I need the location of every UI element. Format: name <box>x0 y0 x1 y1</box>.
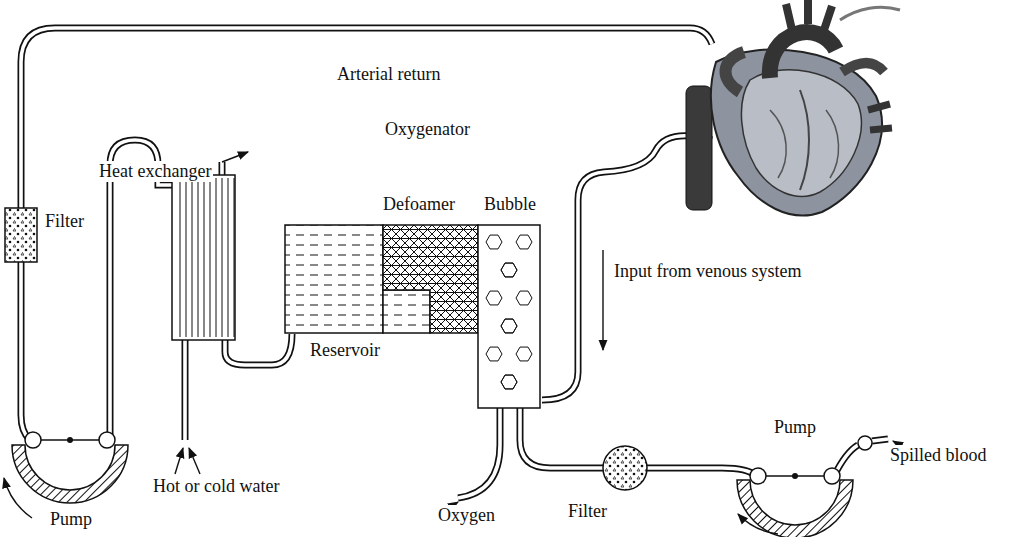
oxygenator <box>486 235 532 389</box>
flow-label: Spilled blood <box>888 445 989 466</box>
arterial-pump <box>4 432 128 518</box>
heat-exchanger <box>222 152 248 162</box>
tubing <box>872 439 888 441</box>
suction-filter <box>603 446 647 490</box>
arterial-pump <box>4 478 32 518</box>
oxygenator <box>486 235 502 249</box>
oxygenator <box>478 225 540 408</box>
oxygenator <box>285 225 383 333</box>
suction-pump <box>824 468 840 484</box>
heart <box>741 70 861 197</box>
oxygenator <box>501 319 517 333</box>
part-label: Pump <box>48 509 94 530</box>
flow-label: Input from venous system <box>612 261 803 282</box>
heart <box>840 7 900 20</box>
heat-exchanger <box>175 448 183 474</box>
heart <box>725 52 744 92</box>
venous-flow-arrow <box>603 250 604 350</box>
tubing <box>21 262 30 440</box>
oxygenator <box>501 375 517 389</box>
tubing <box>110 140 172 440</box>
oxygenator <box>383 225 478 333</box>
venous-flow-arrow <box>602 250 603 350</box>
tubing <box>183 340 187 440</box>
heart <box>842 63 884 72</box>
oxygenator <box>501 263 517 277</box>
tubing <box>872 439 888 441</box>
heart <box>868 104 892 130</box>
tubing <box>520 408 603 468</box>
tubing <box>110 140 172 440</box>
suction-pump <box>792 473 798 479</box>
oxygenator <box>285 225 540 408</box>
arterial-pump <box>99 432 115 448</box>
part-label: Heat exchanger <box>97 161 213 182</box>
heart <box>826 110 839 178</box>
heat-exchanger <box>172 175 235 340</box>
heart <box>770 110 786 178</box>
oxygenator <box>486 291 502 305</box>
oxygenator <box>516 235 532 249</box>
part-label: Filter <box>566 501 609 522</box>
tubing <box>647 468 756 476</box>
flow-label: Oxygen <box>436 505 497 526</box>
tubing <box>21 28 888 498</box>
flow-label: Hot or cold water <box>151 476 281 497</box>
suction-pump <box>737 480 853 537</box>
heart <box>711 49 882 215</box>
suction-pump <box>858 436 872 450</box>
tubing <box>21 262 30 440</box>
suction-pump <box>750 468 766 484</box>
part-label: Oxygenator <box>383 119 472 140</box>
arterial-filter <box>5 208 37 262</box>
part-label: Reservoir <box>308 340 382 361</box>
oxygenator <box>486 347 502 361</box>
tubing <box>21 28 712 208</box>
oxygenator <box>516 291 532 305</box>
oxygenator <box>501 319 517 333</box>
heart <box>800 90 809 190</box>
arterial-pump <box>25 432 41 448</box>
part-label: Filter <box>43 211 86 232</box>
suction-filter <box>603 446 647 490</box>
tubing <box>520 408 603 468</box>
heat-exchanger <box>189 448 200 474</box>
tubing <box>458 408 500 498</box>
tubing <box>219 162 226 175</box>
part-label: Defoamer <box>381 194 457 215</box>
tubing <box>458 408 500 498</box>
oxygenator <box>383 290 430 333</box>
tubing <box>220 162 224 175</box>
oxygenator <box>501 263 517 277</box>
arterial-pump <box>67 437 73 443</box>
suction-pump <box>737 436 912 537</box>
tubing <box>647 468 756 476</box>
oxygenator <box>516 347 532 361</box>
oxygenator <box>501 375 517 389</box>
part-label: Bubble <box>482 194 538 215</box>
tubing <box>21 28 712 208</box>
heat-exchanger <box>180 178 234 337</box>
arterial-filter <box>5 208 37 262</box>
suction-pump <box>738 514 778 534</box>
tubing <box>182 340 189 440</box>
heart <box>686 0 900 216</box>
heat-exchanger <box>172 152 248 474</box>
heart <box>686 86 712 210</box>
heart <box>786 0 832 30</box>
heart <box>770 32 836 78</box>
part-label: Pump <box>772 417 818 438</box>
arterial-pump <box>12 445 128 503</box>
part-label: Arterial return <box>335 64 442 85</box>
